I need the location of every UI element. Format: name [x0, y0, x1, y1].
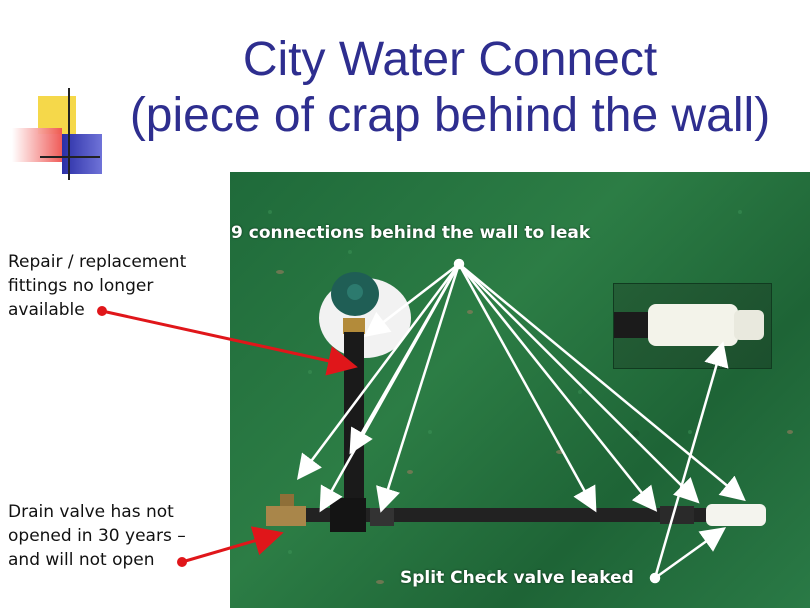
drain-note-line: and will not open	[8, 550, 155, 570]
logo-vertical-line	[68, 88, 70, 180]
slide-title-line-1: City Water Connect	[242, 33, 658, 86]
drain-valve-note: Drain valve has not opened in 30 years –…	[8, 500, 186, 572]
repair-fittings-note: Repair / replacement fittings no longer …	[8, 250, 186, 322]
slide-title-line-2: (piece of crap behind the wall)	[129, 89, 771, 142]
repair-note-line: Repair / replacement	[8, 252, 187, 272]
repair-note-line: available	[8, 300, 85, 320]
logo-horizontal-line	[40, 156, 100, 158]
connections-label: 9 connections behind the wall to leak	[231, 223, 591, 243]
drain-note-line: opened in 30 years –	[8, 526, 186, 546]
split-check-closeup-inset	[613, 283, 772, 369]
corner-blocks-logo	[0, 0, 110, 190]
closeup-illustration	[614, 304, 764, 346]
repair-note-line: fittings no longer	[8, 276, 154, 296]
split-check-label: Split Check valve leaked	[400, 568, 634, 588]
drain-note-line: Drain valve has not	[8, 502, 174, 522]
